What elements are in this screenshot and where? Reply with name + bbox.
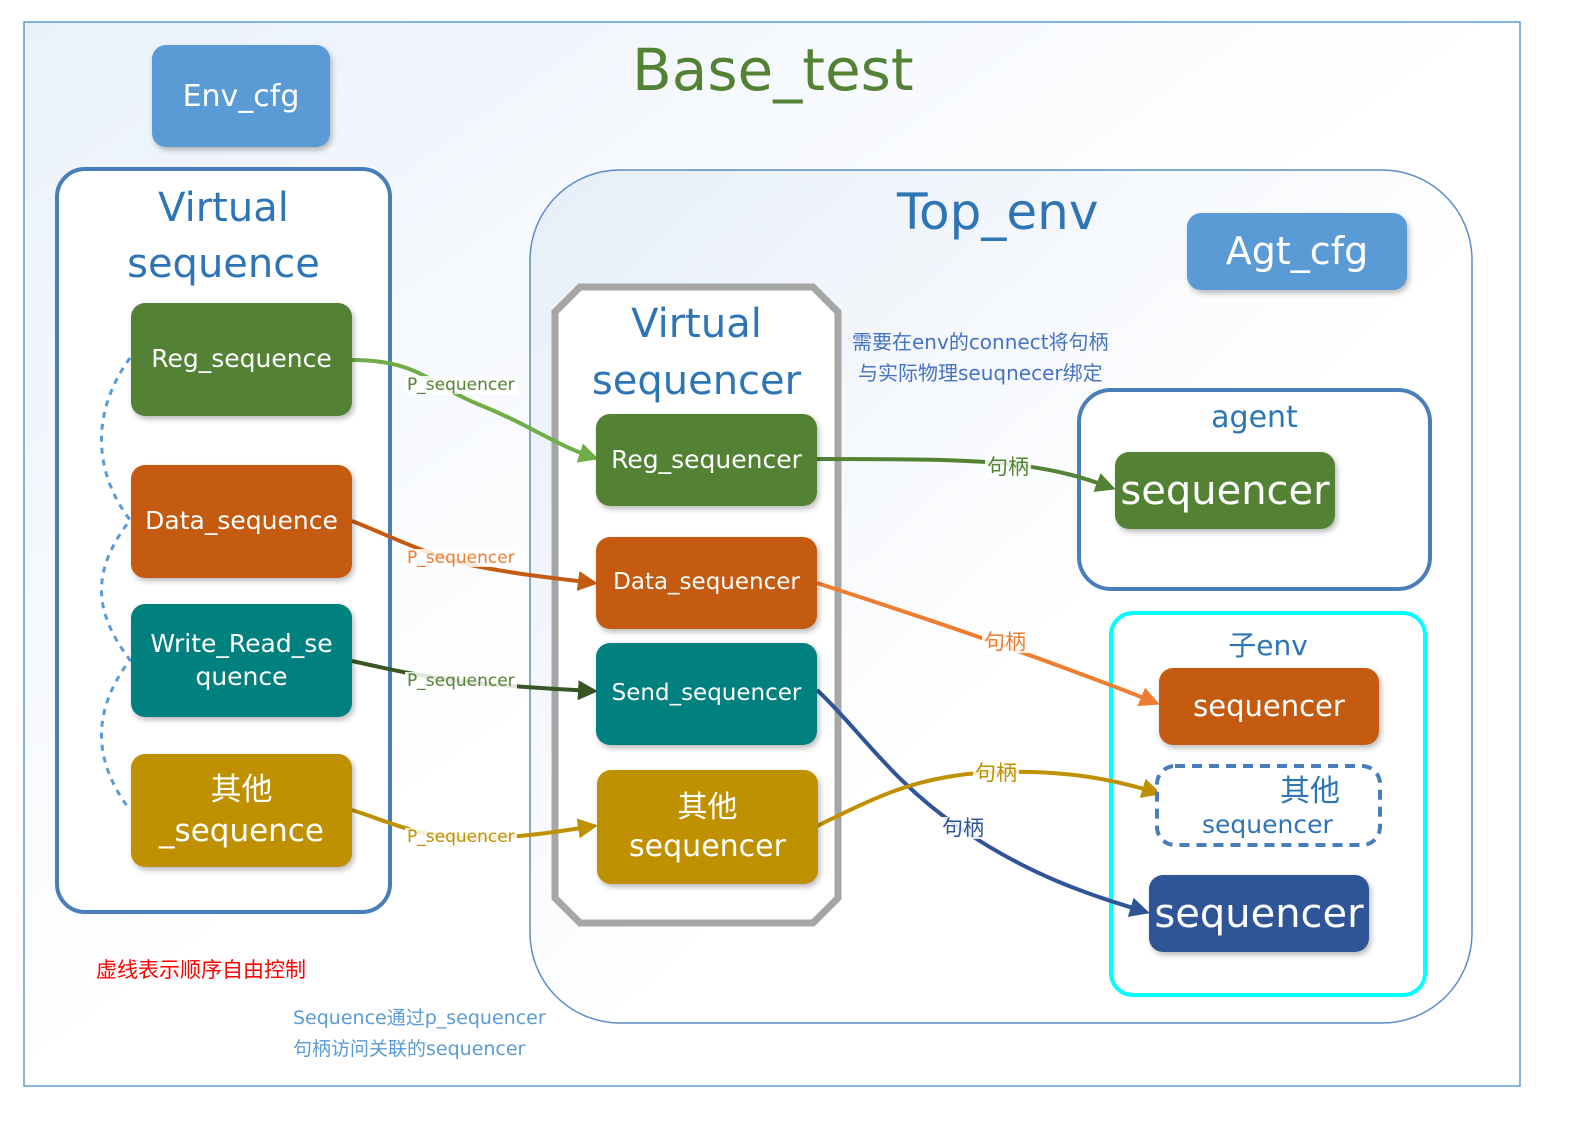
edge-label-p-sequencer-reg: P_sequencer [405,375,517,395]
other-sequence-node: 其他 _sequence [131,754,352,867]
agent-sequencer-node: sequencer [1115,452,1335,529]
edge-label-p-sequencer-write-read: P_sequencer [405,671,517,691]
page-title: Base_test [632,36,914,104]
sub-env-title: 子env [1228,629,1308,662]
other-sequencer-node: 其他 sequencer [597,770,818,884]
sub-env-blue-sequencer: sequencer [1149,875,1369,952]
connect-note: 需要在env的connect将句柄 与实际物理seuqnecer绑定 [852,330,1109,385]
send-sequencer-node: Send_sequencer [596,643,817,745]
virtual-sequencer-title: Virtual sequencer [591,301,802,404]
reg-sequencer-node: Reg_sequencer [596,414,817,506]
edge-label-handle-other: 句柄 [973,761,1019,785]
top-env-title: Top_env [897,183,1099,241]
virtual-sequence-title: Virtual sequence [127,185,320,287]
agt-cfg-box: Agt_cfg [1187,213,1407,290]
env-cfg-box: Env_cfg [152,45,330,147]
env-cfg-label: Env_cfg [182,78,300,114]
edge-label-p-sequencer-data: P_sequencer [405,548,517,568]
edge-label-handle-data: 句柄 [982,630,1028,654]
arrow-reg-p-sequencer [351,358,599,463]
data-sequencer-node: Data_sequencer [596,537,817,629]
agent-title: agent [1211,400,1298,435]
edge-label-p-sequencer-other: P_sequencer [405,827,517,847]
order-dashed-curve [100,357,132,811]
write-read-sequence-node: Write_Read_se quence [131,604,352,717]
other-sequencer-dashed-box [1155,764,1382,847]
agt-cfg-label: Agt_cfg [1225,228,1369,273]
sub-env-other-label: 其他 sequencer [1202,774,1340,839]
data-sequence-node: Data_sequence [131,465,352,578]
reg-sequence-node: Reg_sequence [131,303,352,416]
edge-label-handle-send: 句柄 [940,816,986,840]
sub-env-orange-sequencer: sequencer [1159,668,1379,745]
p-sequencer-note: Sequence通过p_sequencer 句柄访问关联的sequencer [293,1007,546,1060]
edge-label-handle-reg: 句柄 [985,455,1031,479]
dashed-meaning-note: 虚线表示顺序自由控制 [96,958,306,982]
